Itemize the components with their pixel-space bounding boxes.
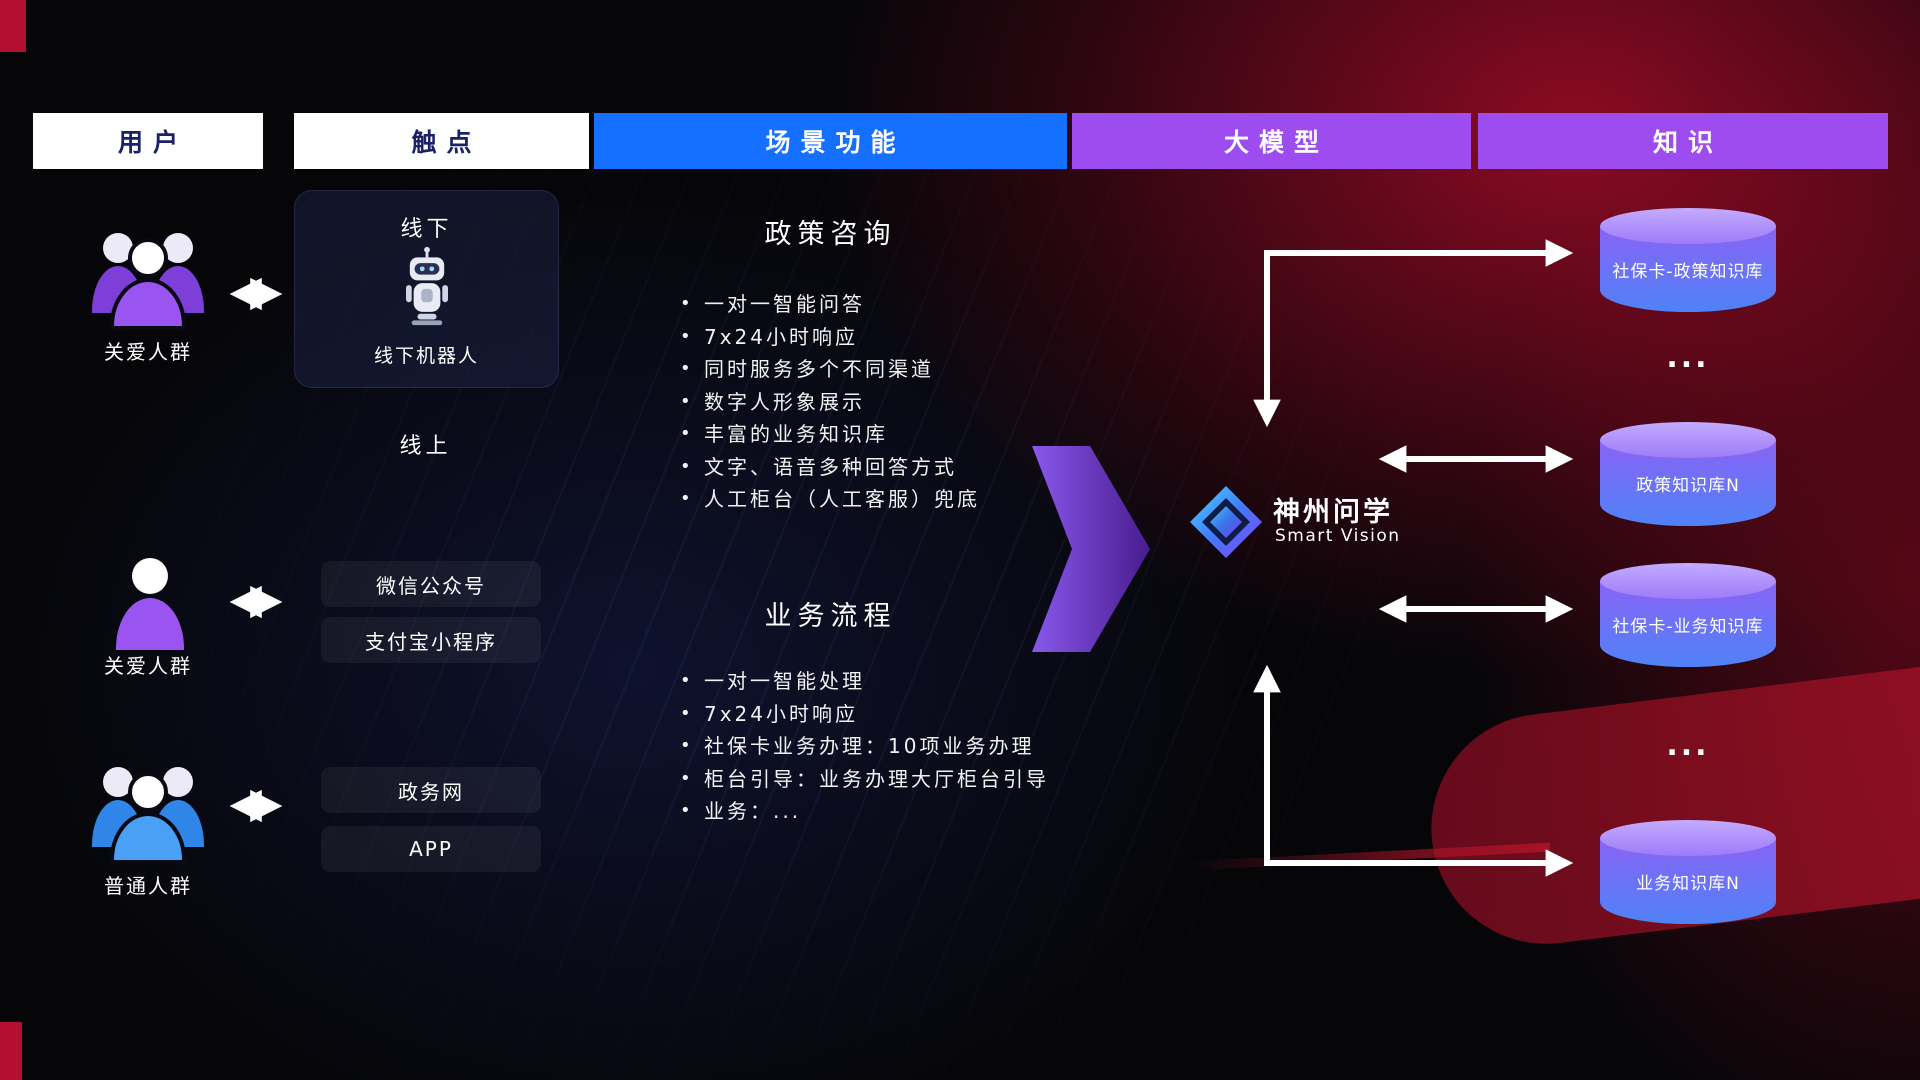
feature-item: 文字、语音多种回答方式 <box>678 451 980 484</box>
robot-icon <box>295 245 558 329</box>
arrow-model-db4-elbow <box>1253 664 1574 877</box>
database-cylinder-top <box>1600 820 1776 856</box>
database-label: 社保卡-业务知识库 <box>1612 616 1764 637</box>
feature-item: 丰富的业务知识库 <box>678 418 980 451</box>
knowledge-db-shebao-business: 社保卡-业务知识库 <box>1600 563 1776 667</box>
feature-item: 人工柜台（人工客服）兜底 <box>678 483 980 516</box>
database-cylinder-top <box>1600 422 1776 458</box>
policy-feature-list: 一对一智能问答 7x24小时响应 同时服务多个不同渠道 数字人形象展示 丰富的业… <box>678 288 980 516</box>
feature-item: 同时服务多个不同渠道 <box>678 353 980 386</box>
model-name: 神州问学 <box>1273 497 1393 528</box>
feature-item: 7x24小时响应 <box>678 321 980 354</box>
database-label: 社保卡-政策知识库 <box>1612 261 1764 282</box>
user-person-icon-care-2 <box>108 552 192 656</box>
offline-robot-label: 线下机器人 <box>373 345 479 367</box>
column-header-users: 用户 <box>33 113 263 169</box>
feature-item: 一对一智能问答 <box>678 288 980 321</box>
flow-arrow-big <box>1032 446 1150 652</box>
user-group-label: 关爱人群 <box>104 654 192 678</box>
db-ellipsis: ... <box>1666 340 1710 375</box>
offline-touchpoint-card: 线下 线下机器人 <box>294 190 559 388</box>
db-ellipsis: ... <box>1666 728 1710 763</box>
user-group-icon-care-1 <box>85 218 211 334</box>
feature-item: 数字人形象展示 <box>678 386 980 419</box>
knowledge-db-business-n: 业务知识库N <box>1600 820 1776 924</box>
database-cylinder-top <box>1600 208 1776 244</box>
channel-wechat: 微信公众号 <box>321 561 541 607</box>
model-subtitle: Smart Vision <box>1275 526 1401 546</box>
column-header-scenarios: 场景功能 <box>594 113 1067 169</box>
feature-item: 一对一智能处理 <box>678 665 1049 698</box>
channel-app: APP <box>321 826 541 872</box>
business-title: 业务流程 <box>764 601 897 632</box>
database-label: 业务知识库N <box>1636 873 1740 894</box>
database-label: 政策知识库N <box>1636 475 1740 496</box>
column-header-touchpoints: 触点 <box>294 113 589 169</box>
business-feature-list: 一对一智能处理 7x24小时响应 社保卡业务办理：10项业务办理 柜台引导：业务… <box>678 665 1049 828</box>
user-group-label: 关爱人群 <box>104 340 192 364</box>
feature-item: 业务：... <box>678 795 1049 828</box>
arrow-model-db1-elbow <box>1253 239 1574 428</box>
smart-vision-logo-icon <box>1186 482 1266 566</box>
column-header-knowledge: 知识 <box>1478 113 1888 169</box>
channel-alipay: 支付宝小程序 <box>321 617 541 663</box>
database-cylinder-top <box>1600 563 1776 599</box>
feature-item: 社保卡业务办理：10项业务办理 <box>678 730 1049 763</box>
column-header-model: 大模型 <box>1072 113 1471 169</box>
user-group-icon-general <box>85 752 211 868</box>
knowledge-db-shebao-policy: 社保卡-政策知识库 <box>1600 208 1776 312</box>
corner-red-mark-top-left <box>0 0 26 52</box>
corner-red-mark-bottom-left <box>0 1022 22 1080</box>
user-group-label: 普通人群 <box>104 874 192 898</box>
policy-title: 政策咨询 <box>764 219 897 250</box>
online-title: 线上 <box>399 434 452 459</box>
knowledge-db-policy-n: 政策知识库N <box>1600 422 1776 526</box>
channel-govweb: 政务网 <box>321 767 541 813</box>
feature-item: 柜台引导：业务办理大厅柜台引导 <box>678 763 1049 796</box>
feature-item: 7x24小时响应 <box>678 698 1049 731</box>
offline-title: 线下 <box>400 217 453 242</box>
